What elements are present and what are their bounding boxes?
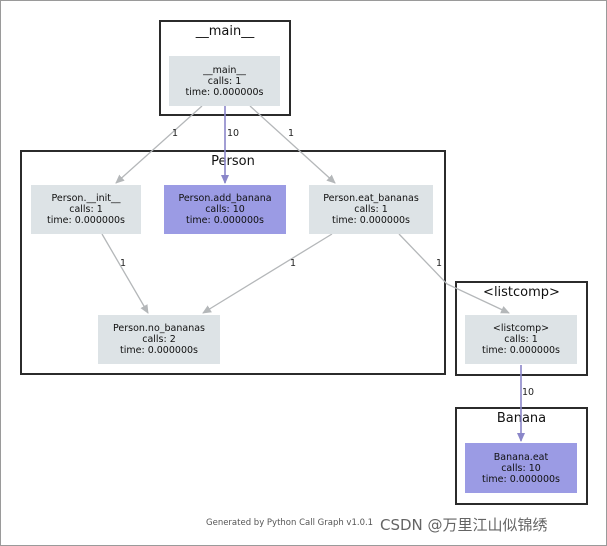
node-person-init[interactable]: Person.__init__ calls: 1 time: 0.000000s (31, 185, 141, 234)
node-add-banana-name: Person.add_banana (178, 193, 272, 204)
csdn-watermark: CSDN @万里江山似锦绣 (380, 516, 548, 534)
node-add-banana-time: time: 0.000000s (186, 215, 264, 226)
node-init-name: Person.__init__ (51, 193, 121, 204)
node-banana-eat[interactable]: Banana.eat calls: 10 time: 0.000000s (465, 443, 577, 493)
node-person-eat-bananas[interactable]: Person.eat_bananas calls: 1 time: 0.0000… (309, 185, 433, 234)
node-listcomp[interactable]: <listcomp> calls: 1 time: 0.000000s (465, 315, 577, 364)
node-eat-bananas-name: Person.eat_bananas (323, 193, 419, 204)
node-listcomp-calls: calls: 1 (504, 334, 538, 345)
node-eat-bananas-calls: calls: 1 (354, 204, 388, 215)
node-no-bananas-time: time: 0.000000s (120, 345, 198, 356)
node-eat-bananas-time: time: 0.000000s (332, 215, 410, 226)
node-main[interactable]: __main__ calls: 1 time: 0.000000s (169, 56, 280, 106)
node-main-name: __main__ (203, 64, 246, 76)
cluster-banana-title: Banana (496, 411, 547, 426)
node-listcomp-time: time: 0.000000s (482, 345, 560, 356)
node-init-calls: calls: 1 (69, 204, 103, 215)
generator-footer: Generated by Python Call Graph v1.0.1 (206, 518, 374, 528)
cluster-main-title: __main__ (195, 24, 255, 39)
node-init-time: time: 0.000000s (47, 215, 125, 226)
cluster-listcomp-title: <listcomp> (483, 285, 560, 300)
node-no-bananas-calls: calls: 2 (142, 334, 176, 345)
node-banana-eat-name: Banana.eat (493, 451, 549, 463)
node-no-bananas-name: Person.no_bananas (112, 323, 205, 334)
node-banana-eat-time: time: 0.000000s (482, 473, 560, 485)
cluster-person: Person (20, 150, 446, 375)
cluster-person-title: Person (211, 154, 255, 169)
node-banana-eat-calls: calls: 10 (501, 462, 541, 474)
node-person-add-banana[interactable]: Person.add_banana calls: 10 time: 0.0000… (164, 185, 286, 234)
node-add-banana-calls: calls: 10 (205, 204, 245, 215)
node-listcomp-name: <listcomp> (492, 323, 550, 334)
node-main-calls: calls: 1 (207, 75, 242, 87)
node-person-no-bananas[interactable]: Person.no_bananas calls: 2 time: 0.00000… (98, 315, 220, 364)
node-main-time: time: 0.000000s (185, 86, 264, 98)
